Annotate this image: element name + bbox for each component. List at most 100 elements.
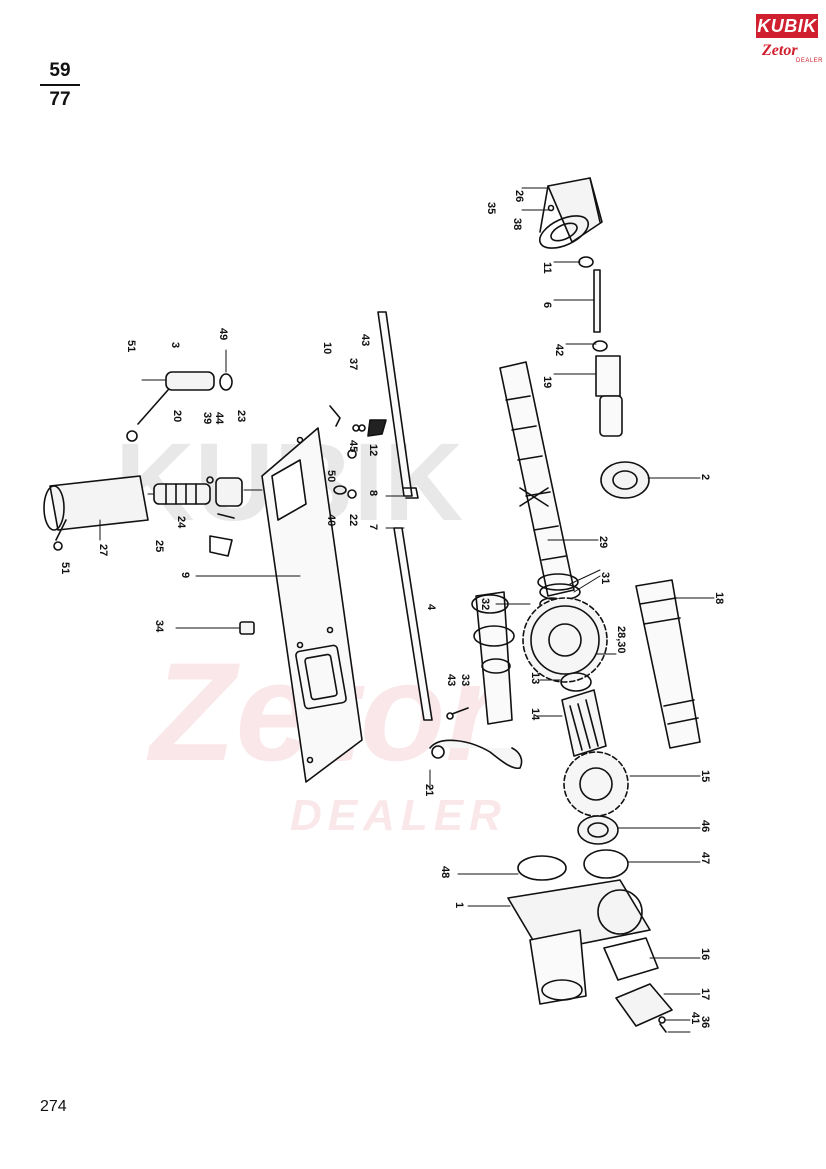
part-23-flange: [215, 477, 243, 507]
part-11-bearing: [578, 256, 594, 268]
label-21: 21: [423, 784, 435, 796]
part-36-bolt: [659, 1023, 667, 1033]
part-35-screw: [547, 204, 555, 212]
label-46: 46: [699, 820, 711, 832]
part-41-washer: [658, 1016, 666, 1024]
part-10-clip: [329, 405, 341, 427]
part-28-30-gear: [522, 597, 608, 683]
part-17-cover: [615, 983, 673, 1027]
label-9: 9: [179, 572, 191, 578]
part-50-spring: [333, 485, 347, 495]
part-9-cover-plate: [261, 427, 363, 783]
kubik-zetor-logo: KUBIK Zetor DEALER: [756, 14, 823, 70]
part-45-plug: [347, 449, 357, 459]
label-27: 27: [97, 544, 109, 556]
part-number-labels: 26 35 38 11 6 42 19 2 51 3 49 10 37 43 2…: [59, 190, 725, 1028]
part-12-detent: [367, 419, 387, 437]
label-20: 20: [171, 410, 183, 422]
part-6-shaft: [593, 269, 601, 333]
label-2: 2: [699, 474, 711, 480]
label-7: 7: [367, 524, 379, 530]
part-24-pin: [217, 513, 235, 519]
part-21-shift-fork: [429, 739, 523, 770]
part-47-gasket-ring: [583, 849, 629, 879]
logo-sub-brand: Zetor: [762, 42, 798, 59]
label-43-top: 43: [359, 334, 371, 346]
part-39-ball: [206, 476, 214, 484]
part-22-screw: [347, 489, 357, 499]
part-48-gasket: [517, 855, 567, 881]
label-32: 32: [479, 598, 491, 610]
label-33: 33: [459, 674, 471, 686]
logo-tag: DEALER: [796, 58, 824, 64]
label-26: 26: [513, 190, 525, 202]
part-20-shaft: [153, 483, 211, 505]
label-13: 13: [529, 672, 541, 684]
label-43-bottom: 43: [445, 674, 457, 686]
label-8: 8: [367, 490, 379, 496]
label-48: 48: [439, 866, 451, 878]
part-2-bearing-cover: [600, 461, 650, 499]
part-29-main-shaft: [499, 361, 575, 597]
label-4: 4: [425, 604, 437, 611]
label-40: 40: [325, 514, 337, 526]
part-1-rear-housing: [507, 879, 651, 1005]
part-3-lever: [137, 371, 215, 425]
label-51-top: 51: [125, 340, 137, 352]
label-36: 36: [699, 1016, 711, 1028]
label-51-bottom: 51: [59, 562, 71, 574]
part-13-ring: [560, 672, 592, 692]
part-15-gear: [563, 751, 629, 817]
label-49: 49: [217, 328, 229, 340]
label-41: 41: [689, 1012, 701, 1024]
part-27-control-housing: [43, 475, 149, 541]
part-25-shim: [209, 535, 233, 557]
logo-brand: KUBIK: [756, 14, 818, 38]
label-18: 18: [713, 592, 725, 604]
fraction-numerator: 59: [49, 60, 71, 81]
label-19: 19: [541, 376, 553, 388]
label-42: 42: [553, 344, 565, 356]
part-19-shaft-hub: [595, 355, 623, 437]
label-3: 3: [169, 342, 181, 348]
label-16: 16: [699, 948, 711, 960]
part-33-pin: [446, 707, 469, 720]
label-25: 25: [153, 540, 165, 552]
label-50: 50: [325, 470, 337, 482]
label-31: 31: [599, 572, 611, 584]
section-fraction: 59 77: [38, 60, 82, 111]
leader-lines: [99, 187, 715, 1033]
label-14: 14: [529, 708, 541, 721]
part-49-ring: [219, 373, 233, 391]
part-46-nut: [577, 815, 619, 845]
label-28-30: 28,30: [615, 626, 627, 654]
label-47: 47: [699, 852, 711, 864]
part-34-plug: [239, 621, 255, 635]
label-29: 29: [597, 536, 609, 548]
part-8-shift-rail: [377, 311, 419, 499]
label-34: 34: [153, 620, 165, 633]
label-44: 44: [213, 412, 225, 425]
label-17: 17: [699, 988, 711, 1000]
label-22: 22: [347, 514, 359, 526]
page-number: 274: [40, 1098, 67, 1115]
fraction-rule: [40, 84, 80, 86]
part-51-nut-top: [126, 430, 138, 442]
watermark-tag: DEALER: [290, 791, 507, 840]
label-12: 12: [367, 444, 379, 456]
label-1: 1: [453, 902, 465, 908]
part-4-pinion-shaft: [471, 591, 515, 725]
part-26-housing: [539, 177, 603, 249]
part-14-bushing: [561, 689, 607, 757]
label-24: 24: [175, 516, 187, 529]
part-18-output-shaft: [635, 579, 701, 749]
label-38: 38: [511, 218, 523, 230]
label-10: 10: [321, 342, 333, 354]
label-15: 15: [699, 770, 711, 782]
label-45: 45: [347, 440, 359, 452]
fraction-denominator: 77: [49, 89, 71, 110]
part-42-ring: [592, 340, 608, 352]
part-51-nut-bottom: [53, 541, 63, 551]
